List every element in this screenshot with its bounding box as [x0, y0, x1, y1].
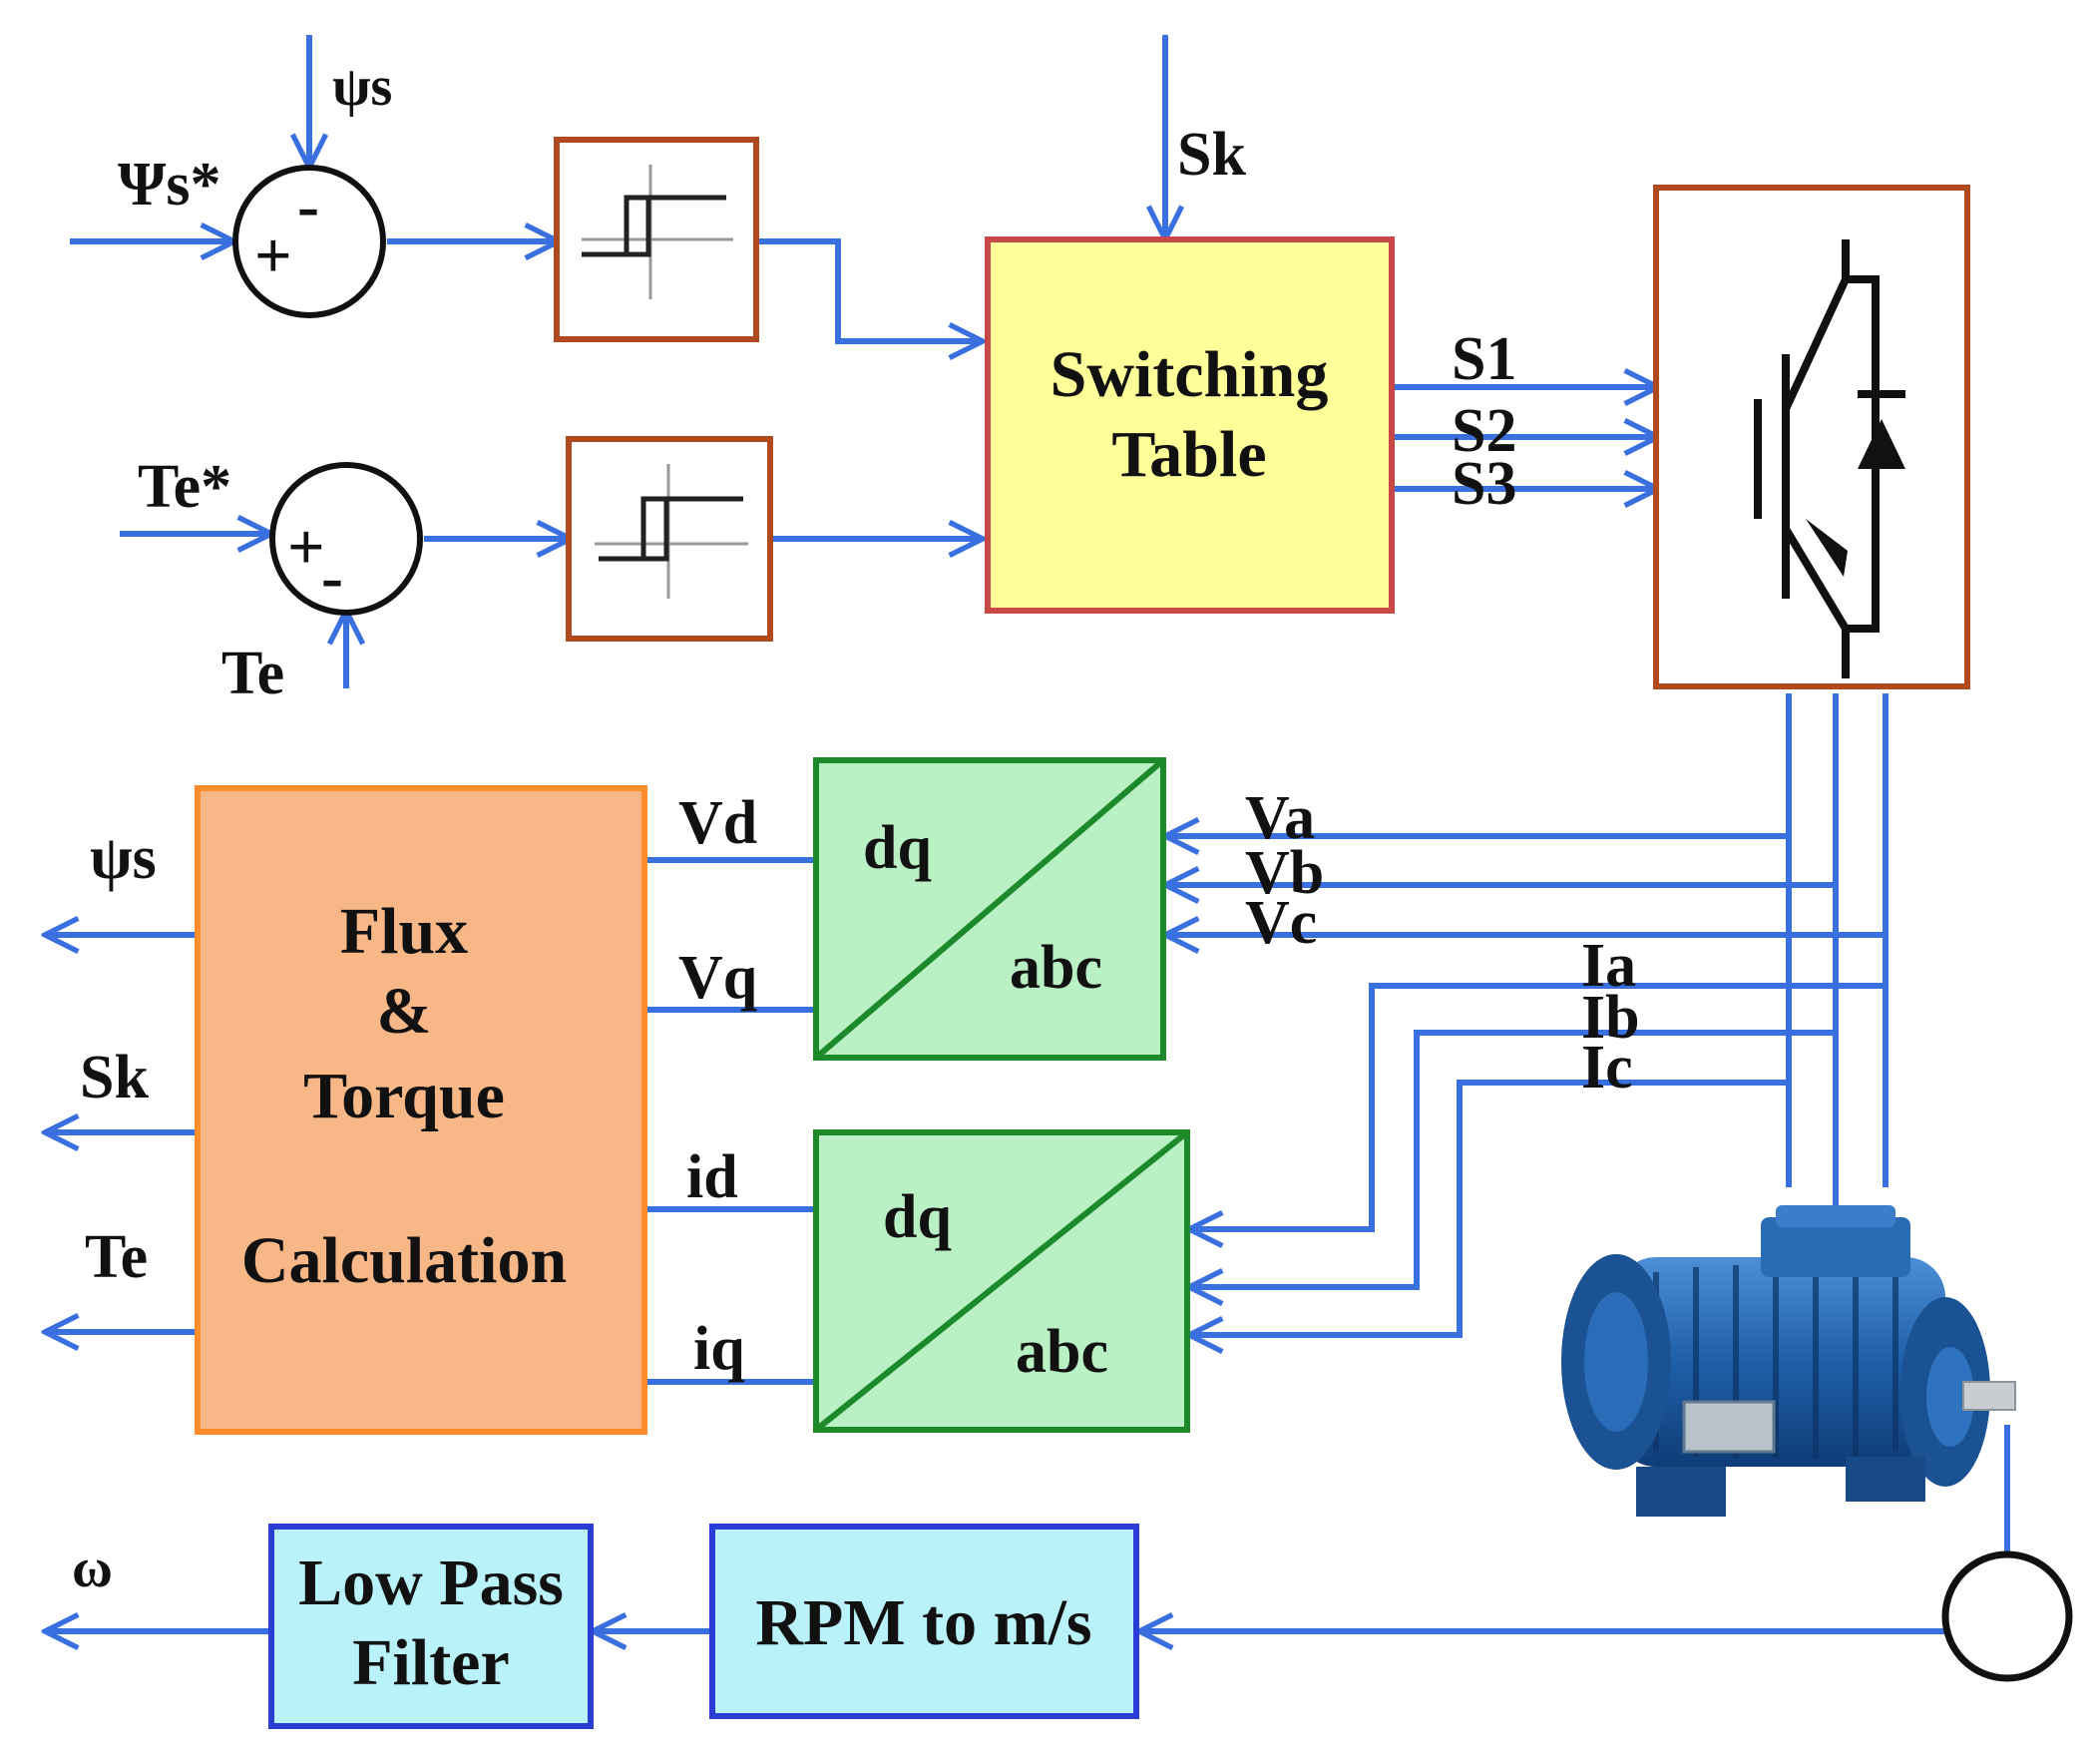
- iq-label: iq: [693, 1315, 745, 1383]
- s2-label: S2: [1452, 397, 1516, 465]
- ic-wire: [1189, 1080, 1789, 1335]
- vb-label: Vb: [1245, 839, 1324, 907]
- flux-hyst-out-wire: [758, 238, 983, 341]
- flux-block-line1: Flux: [340, 895, 468, 968]
- flux-hysteresis-block: [554, 137, 759, 342]
- s3-label: S3: [1452, 450, 1516, 518]
- switching-table-line1: Switching: [1050, 338, 1329, 411]
- id-label: id: [686, 1143, 738, 1211]
- diode-icon: [1858, 419, 1905, 469]
- voltage-transform-top: dq: [863, 814, 932, 882]
- flux-summing-junction: + -: [232, 165, 386, 318]
- torque-summing-junction: + -: [269, 462, 423, 616]
- ib-wire: [1189, 1030, 1836, 1287]
- flux-ref-label: Ψs*: [118, 151, 220, 219]
- igbt-emitter-arrow: [1806, 519, 1848, 577]
- flux-torque-block: Flux & Torque Calculation: [195, 785, 647, 1435]
- torque-summer-plus: +: [287, 511, 325, 584]
- rpm-to-ms-block: RPM to m/s: [709, 1524, 1139, 1719]
- wires: [45, 35, 2010, 1631]
- hysteresis-icon: [582, 165, 733, 299]
- flux-fb-label: ψs: [332, 56, 392, 118]
- omega-label: ω: [72, 1538, 113, 1599]
- low-pass-filter-block: Low Pass Filter: [268, 1524, 594, 1729]
- torque-summer-minus: -: [321, 541, 343, 614]
- torque-ref-label: Te*: [138, 453, 231, 521]
- current-transform-top: dq: [883, 1183, 952, 1251]
- vq-label: Vq: [678, 944, 757, 1012]
- inverter-block: [1653, 185, 1970, 689]
- switching-table-block: Switching Table: [985, 236, 1395, 614]
- hysteresis-icon: [595, 464, 748, 599]
- s1-label: S1: [1452, 325, 1516, 393]
- rpm-block-label: RPM to m/s: [755, 1586, 1091, 1659]
- flux-summer-minus: -: [297, 170, 319, 242]
- flux-block-line2: &: [377, 975, 432, 1048]
- torque-fb-label: Te: [221, 640, 284, 707]
- speed-encoder-circle: [1941, 1550, 2073, 1682]
- psi-out-label: ψs: [90, 824, 157, 892]
- flux-summer-plus: +: [254, 220, 292, 292]
- flux-block-line4: Calculation: [241, 1224, 567, 1297]
- current-transform-bottom: abc: [1016, 1318, 1108, 1386]
- vc-label: Vc: [1245, 889, 1317, 957]
- flux-summer-circle: [232, 165, 386, 318]
- te-out-label: Te: [85, 1223, 148, 1291]
- sk-out-label: Sk: [80, 1044, 149, 1111]
- vd-label: Vd: [678, 789, 757, 857]
- filter-line2: Filter: [352, 1626, 510, 1699]
- induction-motor-image: [1561, 1205, 2016, 1517]
- ia-wire: [1189, 983, 1886, 1229]
- switching-table-line2: Table: [1111, 418, 1266, 491]
- sk-input-label: Sk: [1177, 121, 1246, 189]
- ia-label: Ia: [1581, 932, 1636, 1000]
- ic-label: Ic: [1581, 1034, 1633, 1102]
- va-label: Va: [1245, 784, 1315, 852]
- torque-summer-circle: [269, 462, 423, 616]
- current-transform-block: dq abc: [813, 1129, 1190, 1433]
- flux-block-line3: Torque: [303, 1060, 505, 1132]
- ib-label: Ib: [1581, 984, 1640, 1052]
- filter-line1: Low Pass: [298, 1546, 564, 1619]
- voltage-transform-bottom: abc: [1010, 934, 1102, 1002]
- torque-hysteresis-block: [566, 436, 773, 642]
- voltage-transform-block: dq abc: [813, 757, 1166, 1061]
